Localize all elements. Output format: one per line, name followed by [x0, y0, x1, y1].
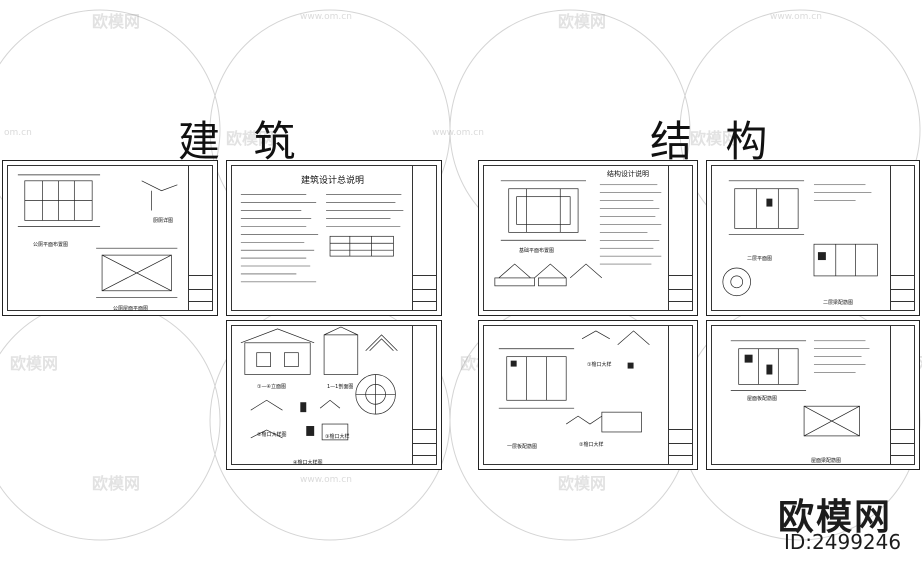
foundation-plan-drawing — [494, 180, 662, 287]
watermark-brand: 欧模网 — [778, 497, 893, 538]
section-title-architecture: 建 筑 — [178, 117, 306, 166]
watermark-logo: 欧模网 — [92, 474, 141, 493]
caption: 一层板配筋图 — [507, 444, 538, 450]
slab-plan-drawing — [498, 330, 650, 433]
watermark-url: www.om.cn — [770, 12, 822, 22]
caption: 厨厕详图 — [153, 218, 174, 224]
watermark-logo: 欧模网 — [92, 12, 141, 31]
caption: 公厕屋面平面图 — [113, 306, 149, 312]
caption: 屋面梁配筋图 — [811, 458, 842, 464]
caption: ②檐口大样 — [579, 442, 604, 448]
watermark-logo: 欧模网 — [226, 129, 275, 148]
elevation-drawing — [240, 326, 398, 441]
drawing-sheet-s2[interactable]: 二层平面图 二层梁配筋图 — [706, 160, 920, 316]
caption: 公厕平面布置图 — [33, 242, 69, 248]
watermark-url: www.om.cn — [300, 12, 352, 22]
caption: ④檐口大样图 — [293, 460, 323, 466]
sheet-title: 结构设计说明 — [607, 170, 649, 178]
caption: ②檐口大样图 — [257, 432, 287, 438]
caption: 1—1剖面图 — [327, 384, 354, 390]
drawing-sheet-s3[interactable]: 一层板配筋图 ①檐口大样 ②檐口大样 — [478, 320, 698, 470]
section-title-structure: 结 构 — [650, 117, 778, 166]
caption: ③檐口大样 — [325, 434, 350, 440]
drawing-sheet-s4[interactable]: 屋面板配筋图 屋面梁配筋图 — [706, 320, 920, 470]
watermark-logo: 欧模网 — [558, 12, 607, 31]
watermark-url: www.om.cn — [432, 128, 484, 138]
beam-plan-drawing — [722, 180, 878, 297]
caption: 二层平面图 — [747, 256, 773, 262]
roof-slab-drawing — [730, 340, 870, 437]
caption: ①—④立面图 — [257, 384, 286, 390]
watermark-logo: 欧模网 — [10, 354, 59, 373]
watermark-logo: 欧模网 — [690, 129, 739, 148]
drawing-sheet-a1[interactable]: 公厕平面布置图 公厕屋面平面图 厨厕详图 — [2, 160, 218, 316]
drawing-sheet-s1[interactable]: 结构设计说明 基础平面布置图 — [478, 160, 698, 316]
caption: 屋面板配筋图 — [747, 396, 778, 402]
drawing-sheet-a3[interactable]: ①—④立面图 1—1剖面图 ②檐口大样图 ③檐口大样 ④檐口大样图 — [226, 320, 442, 470]
notes-drawing — [240, 194, 404, 283]
drawing-sheet-a2[interactable]: 建筑设计总说明 — [226, 160, 442, 316]
caption: 基础平面布置图 — [519, 248, 555, 254]
watermark-id: ID:2499246 — [784, 530, 902, 554]
floor-plan-drawing — [17, 174, 178, 299]
caption: 二层梁配筋图 — [823, 300, 854, 306]
caption: ①檐口大样 — [587, 362, 612, 368]
watermark-logo: 欧模网 — [558, 474, 607, 493]
watermark-url: om.cn — [4, 128, 32, 138]
watermark-url: www.om.cn — [300, 475, 352, 485]
sheet-title: 建筑设计总说明 — [301, 176, 365, 186]
